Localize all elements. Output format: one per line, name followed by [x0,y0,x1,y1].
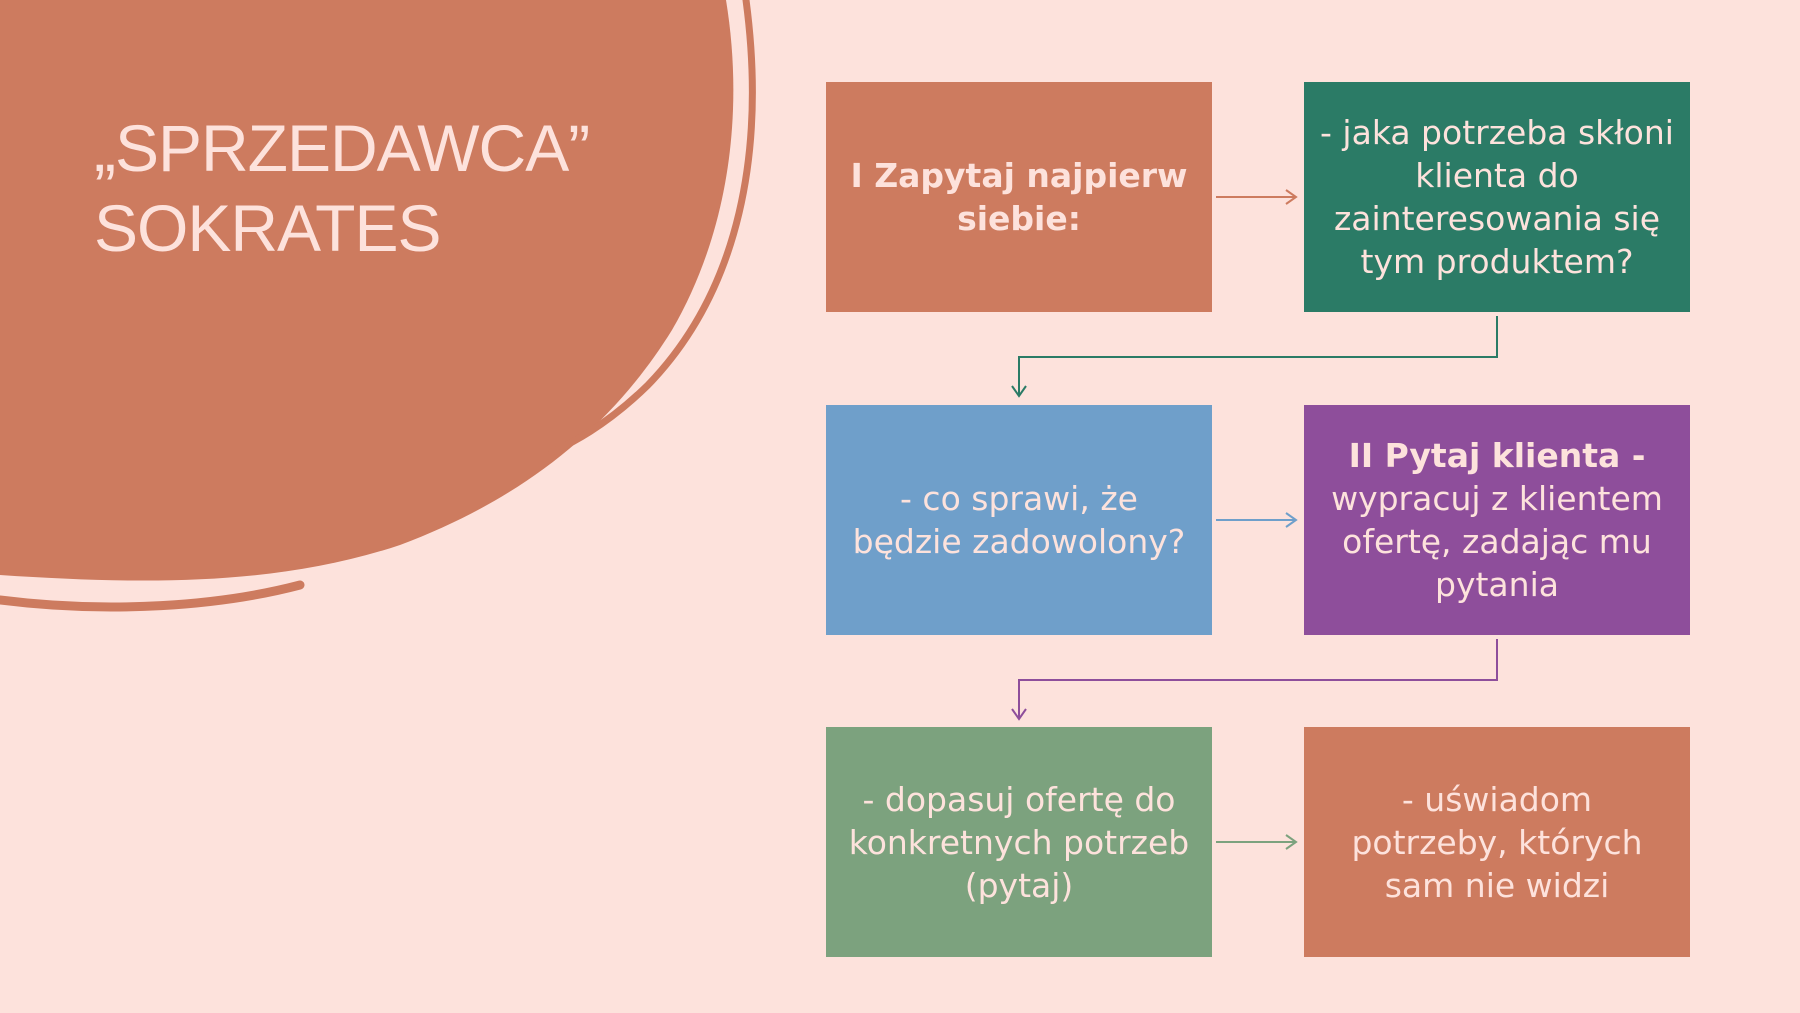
arrow-5-to-6 [1216,834,1298,850]
box-ask-yourself: I Zapytaj najpierw siebie: [826,82,1212,312]
box-ask-customer: II Pytaj klienta - wypracuj z klientem o… [1304,405,1690,635]
box-tailor-offer-text: - dopasuj ofertę do konkretnych potrzeb … [848,779,1190,905]
box-customer-need-text: - jaka potrzeba skłoni klienta do zainte… [1320,113,1674,281]
blob-shape [0,0,734,581]
box-reveal-needs-text: - uświadom potrzeby, których sam nie wid… [1351,779,1643,905]
blob-brush-stroke [548,0,756,456]
box-ask-customer-text: wypracuj z klientem ofertę, zadając mu p… [1331,479,1663,604]
box-ask-yourself-text: I Zapytaj najpierw siebie: [842,154,1196,240]
box-tailor-offer: - dopasuj ofertę do konkretnych potrzeb … [826,727,1212,957]
box-ask-customer-content: II Pytaj klienta - wypracuj z klientem o… [1320,434,1674,606]
arrow-3-to-4 [1216,512,1298,528]
box-reveal-needs: - uświadom potrzeby, których sam nie wid… [1304,727,1690,957]
slide-title: „SPRZEDAWCA” SOKRATES [94,108,590,268]
connector-2-to-3 [1011,316,1498,398]
box-ask-customer-heading: II Pytaj klienta - [1348,436,1646,475]
connector-4-to-5 [1011,639,1498,721]
title-line-2: SOKRATES [94,191,442,265]
box-satisfaction: - co sprawi, że będzie zadowolony? [826,405,1212,635]
box-customer-need: - jaka potrzeba skłoni klienta do zainte… [1304,82,1690,312]
box-ask-yourself-heading: I Zapytaj najpierw siebie: [850,156,1188,238]
arrow-1-to-2 [1216,189,1298,205]
box-satisfaction-text: - co sprawi, że będzie zadowolony? [852,479,1186,561]
title-line-1: „SPRZEDAWCA” [94,111,590,185]
blob-brush-stroke-bottom [0,580,305,612]
